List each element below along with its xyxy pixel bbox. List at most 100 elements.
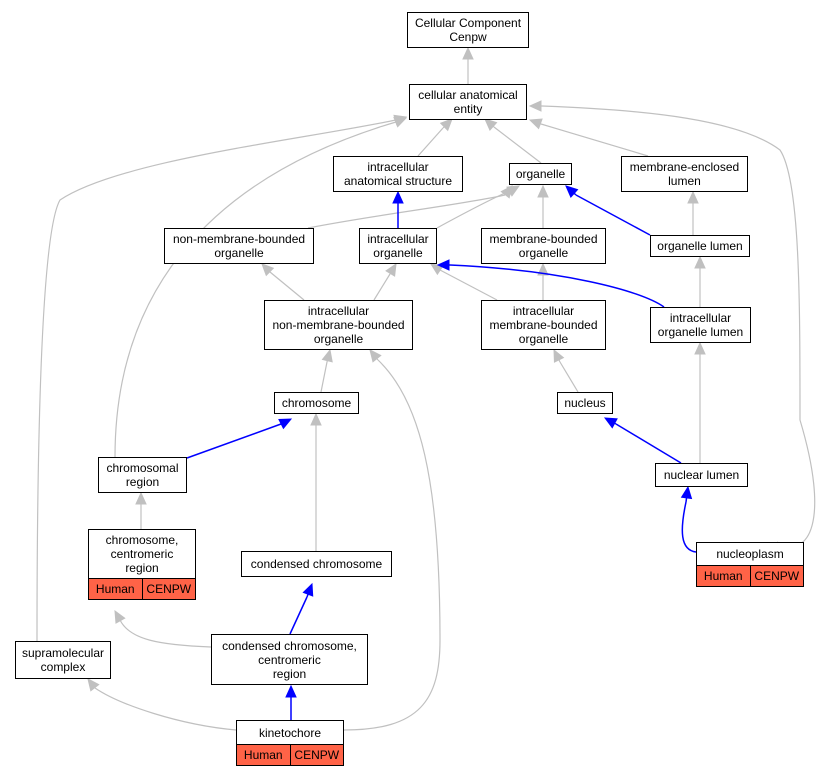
is-a-arrowhead (694, 341, 706, 355)
is-a-arrowhead (694, 255, 706, 269)
node-label: cellular anatomical entity (418, 88, 518, 116)
node-nucleus[interactable]: nucleus (557, 392, 613, 414)
node-label: Cellular Component Cenpw (414, 16, 522, 44)
node-kinetochore[interactable]: kinetochore Human CENPW (236, 720, 344, 766)
part-of-arrowhead (278, 418, 293, 430)
node-cellular-component-cenpw[interactable]: Cellular Component Cenpw (407, 12, 529, 48)
part-of-arrowhead (392, 190, 404, 204)
is-a-arrowhead (135, 491, 147, 505)
node-label: supramolecular complex (21, 646, 105, 674)
node-organelle-lumen[interactable]: organelle lumen (650, 235, 750, 257)
node-label: condensed chromosome, centromeric region (222, 638, 357, 681)
is-a-edge (439, 269, 498, 301)
node-label: organelle lumen (657, 239, 743, 253)
is-a-edge (417, 127, 444, 157)
is-a-edge (541, 105, 816, 547)
is-a-edge-tail (442, 126, 445, 129)
node-label: non-membrane-bounded organelle (172, 232, 306, 260)
node-condensed-chromosome[interactable]: condensed chromosome (241, 551, 392, 577)
node-organelle[interactable]: organelle (509, 163, 572, 185)
is-a-edge-tail (509, 189, 513, 192)
node-label: intracellular anatomical structure (343, 160, 453, 188)
annotation-row: Human CENPW (89, 578, 195, 599)
node-label: condensed chromosome (250, 557, 383, 571)
node-cellular-anatomical-entity[interactable]: cellular anatomical entity (409, 84, 527, 120)
node-label: chromosome (281, 396, 352, 410)
node-label: nuclear lumen (663, 468, 740, 482)
part-of-arrowhead (680, 485, 693, 500)
part-of-edge-tail (614, 422, 617, 425)
part-of-arrowhead (285, 684, 297, 698)
is-a-arrowhead (310, 412, 322, 426)
annotation-gene: CENPW (749, 566, 804, 586)
node-nucleoplasm[interactable]: nucleoplasm Human CENPW (696, 542, 804, 587)
annotation-species: Human (703, 569, 743, 583)
node-chromosome[interactable]: chromosome (274, 392, 359, 414)
is-a-edge (493, 126, 542, 164)
is-a-arrowhead (553, 348, 565, 363)
node-intracellular-non-membrane-bounded-organelle[interactable]: intracellular non-membrane-bounded organ… (264, 300, 413, 350)
annotation-row: Human CENPW (237, 744, 343, 765)
annotation-gene: CENPW (289, 745, 344, 765)
node-label: chromosome, centromeric region (105, 533, 179, 575)
is-a-edge (540, 123, 649, 157)
node-condensed-chromosome-centromeric-region[interactable]: condensed chromosome, centromeric region (211, 634, 368, 685)
is-a-arrowhead (114, 609, 126, 624)
part-of-arrowhead (302, 582, 314, 597)
node-chromosomal-region[interactable]: chromosomal region (98, 457, 187, 493)
annotation-species: Human (243, 748, 283, 762)
node-label: chromosomal region (106, 461, 179, 489)
is-a-edge (436, 189, 513, 229)
node-label: nucleoplasm (716, 547, 784, 561)
node-label: nucleus (564, 396, 606, 410)
is-a-arrowhead (537, 184, 549, 198)
node-intracellular-organelle-lumen[interactable]: intracellular organelle lumen (650, 307, 751, 343)
node-nuclear-lumen[interactable]: nuclear lumen (655, 463, 748, 487)
node-label: intracellular organelle (367, 232, 429, 260)
is-a-edge (343, 359, 441, 731)
annotation-row: Human CENPW (697, 565, 803, 586)
node-label: kinetochore (258, 725, 322, 740)
node-label: intracellular non-membrane-bounded organ… (272, 304, 405, 346)
is-a-edge (373, 273, 391, 301)
is-a-edge (559, 361, 579, 393)
node-label: intracellular membrane-bounded organelle (489, 304, 598, 346)
part-of-edge-tail (685, 497, 688, 503)
annotation-species: Human (95, 582, 135, 596)
is-a-arrowhead (462, 46, 474, 60)
node-non-membrane-bounded-organelle[interactable]: non-membrane-bounded organelle (164, 228, 314, 264)
part-of-edge-tail (306, 593, 309, 598)
part-of-edge (449, 264, 665, 308)
node-intracellular-anatomical-structure[interactable]: intracellular anatomical structure (333, 156, 463, 192)
is-a-edge (307, 194, 506, 229)
node-label: organelle (515, 167, 566, 181)
is-a-arrowhead (385, 262, 397, 277)
is-a-arrowhead (528, 100, 542, 112)
part-of-edge (681, 501, 697, 553)
part-of-edge (289, 596, 308, 635)
part-of-edge (615, 423, 682, 464)
is-a-edge (119, 619, 212, 648)
is-a-edge (320, 361, 328, 393)
is-a-edge (94, 687, 237, 731)
is-a-edge-tail (558, 359, 561, 363)
is-a-arrowhead (321, 348, 333, 363)
is-a-arrowhead (484, 118, 498, 131)
part-of-edge (575, 194, 651, 236)
node-label: membrane-bounded organelle (489, 232, 598, 260)
node-intracellular-organelle[interactable]: intracellular organelle (359, 228, 437, 264)
is-a-edge-tail (492, 125, 495, 128)
node-supramolecular-complex[interactable]: supramolecular complex (15, 641, 111, 679)
part-of-edge-tail (573, 192, 577, 196)
annotation-gene: CENPW (141, 579, 196, 599)
node-membrane-bounded-organelle[interactable]: membrane-bounded organelle (481, 228, 606, 264)
is-a-arrowhead (528, 118, 543, 130)
is-a-arrowhead (687, 190, 699, 204)
node-chromosome-centromeric-region[interactable]: chromosome, centromeric region Human CEN… (88, 529, 196, 600)
node-intracellular-membrane-bounded-organelle[interactable]: intracellular membrane-bounded organelle (481, 300, 606, 350)
node-label: membrane-enclosed lumen (629, 160, 740, 188)
is-a-arrowhead (369, 349, 382, 363)
node-membrane-enclosed-lumen[interactable]: membrane-enclosed lumen (621, 156, 748, 192)
is-a-edge (36, 119, 397, 642)
